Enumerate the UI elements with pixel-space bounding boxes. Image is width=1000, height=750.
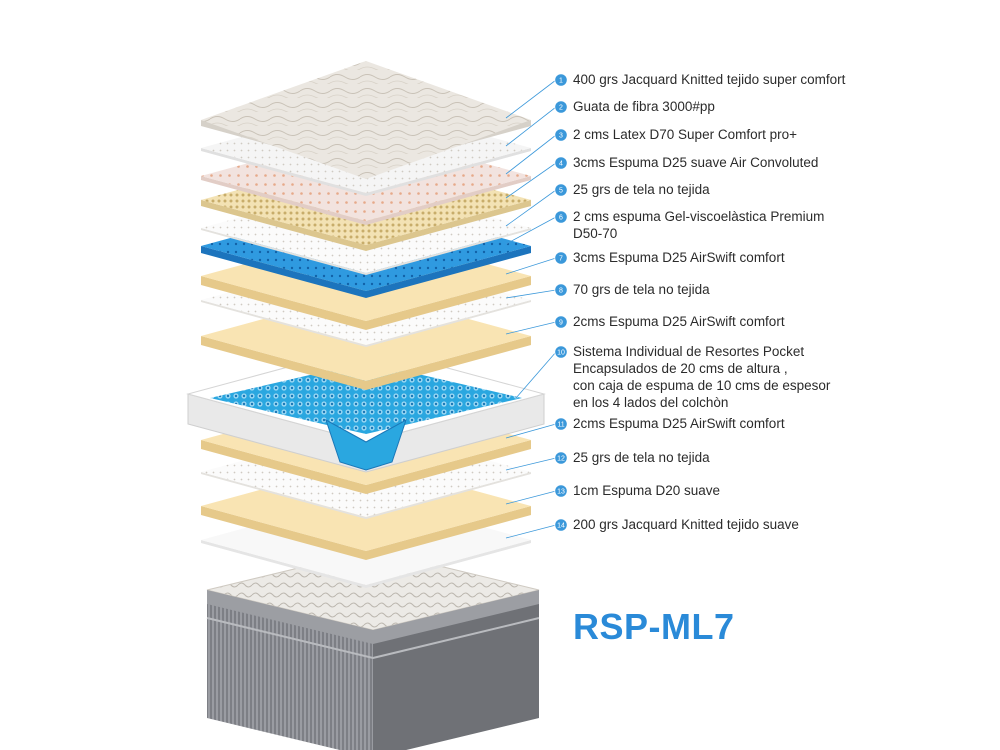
layer-label-7: 3cms Espuma D25 AirSwift comfort bbox=[573, 250, 785, 265]
layer-label-6: 2 cms espuma Gel-viscoelàstica Premium D… bbox=[573, 209, 825, 241]
connector-line-7 bbox=[505, 257, 557, 275]
layer-label-11: 2cms Espuma D25 AirSwift comfort bbox=[573, 416, 785, 431]
svg-text:4: 4 bbox=[559, 160, 563, 167]
layer-marker-6: 6 bbox=[554, 210, 568, 224]
svg-text:6: 6 bbox=[559, 214, 563, 221]
connector-line-9 bbox=[505, 321, 557, 335]
layer-label-4: 3cms Espuma D25 suave Air Convoluted bbox=[573, 155, 819, 170]
layer-marker-9: 9 bbox=[554, 315, 568, 329]
layer-marker-12: 12 bbox=[554, 451, 568, 465]
svg-text:5: 5 bbox=[559, 187, 563, 194]
connector-line-11 bbox=[505, 423, 557, 439]
connector-line-3 bbox=[505, 134, 557, 175]
layer-label-1: 400 grs Jacquard Knitted tejido super co… bbox=[573, 72, 846, 87]
layer-label-5: 25 grs de tela no tejida bbox=[573, 182, 710, 197]
svg-text:11: 11 bbox=[557, 421, 564, 428]
layer-10-sheet bbox=[186, 345, 546, 473]
layer-label-3: 2 cms Latex D70 Super Comfort pro+ bbox=[573, 127, 797, 142]
connector-line-5 bbox=[505, 189, 557, 227]
base-mattress bbox=[206, 549, 540, 750]
layer-marker-4: 4 bbox=[554, 156, 568, 170]
connector-line-10 bbox=[515, 351, 557, 399]
connector-line-1 bbox=[505, 79, 557, 119]
layer-marker-3: 3 bbox=[554, 128, 568, 142]
layer-1-sheet bbox=[201, 61, 531, 179]
layer-label-13: 1cm Espuma D20 suave bbox=[573, 483, 721, 498]
svg-text:7: 7 bbox=[559, 255, 563, 262]
connector-line-13 bbox=[505, 490, 557, 505]
layer-marker-2: 2 bbox=[554, 100, 568, 114]
layer-marker-13: 13 bbox=[554, 484, 568, 498]
svg-text:1: 1 bbox=[559, 77, 563, 84]
connector-line-6 bbox=[505, 216, 557, 245]
connector-line-12 bbox=[505, 457, 557, 471]
layer-marker-7: 7 bbox=[554, 251, 568, 265]
layer-label-9: 2cms Espuma D25 AirSwift comfort bbox=[573, 314, 785, 329]
svg-text:14: 14 bbox=[557, 522, 565, 529]
model-name: RSP-ML7 bbox=[573, 606, 735, 647]
connector-line-14 bbox=[505, 524, 557, 539]
layer-label-14: 200 grs Jacquard Knitted tejido suave bbox=[573, 517, 799, 532]
layer-marker-10: 10 bbox=[554, 345, 568, 359]
connector-line-2 bbox=[505, 106, 557, 147]
svg-text:10: 10 bbox=[557, 349, 565, 356]
layer-label-8: 70 grs de tela no tejida bbox=[573, 282, 710, 297]
layer-marker-11: 11 bbox=[554, 417, 568, 431]
svg-text:9: 9 bbox=[559, 319, 563, 326]
connector-line-4 bbox=[505, 162, 557, 199]
layer-marker-8: 8 bbox=[554, 283, 568, 297]
svg-text:2: 2 bbox=[559, 104, 563, 111]
svg-text:8: 8 bbox=[559, 287, 563, 294]
layer-marker-14: 14 bbox=[554, 518, 568, 532]
layer-label-12: 25 grs de tela no tejida bbox=[573, 450, 710, 465]
layer-label-2: Guata de fibra 3000#pp bbox=[573, 99, 715, 114]
svg-text:13: 13 bbox=[557, 488, 565, 495]
layer-label-10: Sistema Individual de Resortes Pocket En… bbox=[573, 344, 831, 410]
connector-line-8 bbox=[505, 289, 557, 299]
svg-text:3: 3 bbox=[559, 132, 563, 139]
layer-marker-1: 1 bbox=[554, 73, 568, 87]
layer-marker-5: 5 bbox=[554, 183, 568, 197]
svg-text:12: 12 bbox=[557, 455, 565, 462]
